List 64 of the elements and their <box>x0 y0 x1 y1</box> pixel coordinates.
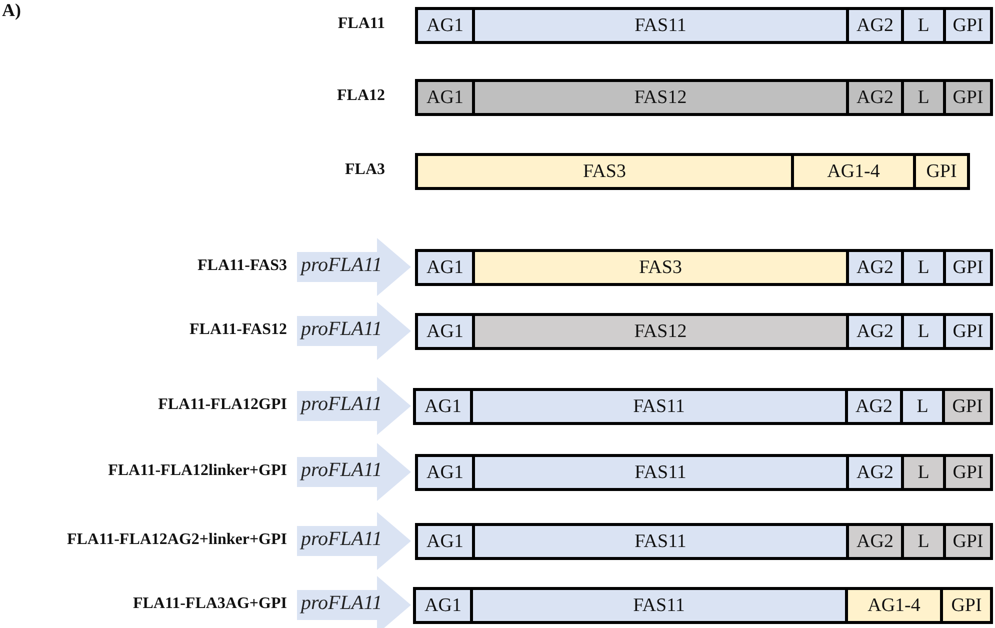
protein-domain: AG1 <box>413 587 470 624</box>
construct-name: FLA11-FLA12GPI <box>158 396 287 414</box>
protein-domain: GPI <box>943 79 993 116</box>
protein-domain: L <box>901 79 943 116</box>
construct-name: FLA12 <box>337 87 385 105</box>
protein-domain: FAS11 <box>472 454 846 491</box>
protein-domain: FAS11 <box>470 587 845 624</box>
protein-domain: FAS3 <box>472 249 846 286</box>
promoter-symbol <box>297 443 411 501</box>
panel-letter: A) <box>2 0 21 21</box>
promoter-symbol <box>297 377 411 435</box>
protein-domain: AG1-4 <box>845 587 940 624</box>
protein-domain: L <box>901 454 943 491</box>
protein-domain: L <box>900 388 942 425</box>
protein-domain: AG1 <box>415 454 472 491</box>
protein-domain: AG1 <box>415 523 472 560</box>
protein-domain: AG1 <box>413 388 470 425</box>
protein-domain: L <box>901 7 943 44</box>
protein-domain: FAS11 <box>472 7 846 44</box>
protein-domain: AG2 <box>846 7 901 44</box>
construct-name: FLA3 <box>345 161 385 179</box>
promoter-symbol <box>297 512 411 570</box>
protein-domain: FAS11 <box>472 523 846 560</box>
protein-domain: GPI <box>943 249 993 286</box>
promoter-symbol <box>297 302 411 360</box>
protein-domain: L <box>901 523 943 560</box>
protein-domain: AG2 <box>846 313 901 350</box>
promoter-name: proFLA11 <box>301 254 382 277</box>
construct-name: FLA11-FLA3AG+GPI <box>132 595 287 613</box>
protein-domain: AG2 <box>846 249 901 286</box>
promoter-symbol <box>297 238 411 296</box>
protein-domain: FAS3 <box>415 153 791 190</box>
protein-domain: FAS12 <box>472 313 846 350</box>
construct-name: FLA11 <box>338 15 385 33</box>
protein-domain: AG2 <box>846 79 901 116</box>
protein-domain: AG1 <box>415 313 472 350</box>
protein-domain: AG2 <box>846 523 901 560</box>
promoter-name: proFLA11 <box>301 528 382 551</box>
protein-domain: AG1 <box>415 79 472 116</box>
protein-domain: GPI <box>943 7 993 44</box>
protein-domain: FAS12 <box>472 79 846 116</box>
protein-domain: AG1 <box>415 249 472 286</box>
promoter-symbol <box>297 576 411 628</box>
construct-name: FLA11-FAS12 <box>190 321 287 339</box>
construct-name: FLA11-FAS3 <box>198 257 287 275</box>
protein-domain: AG2 <box>846 454 901 491</box>
protein-domain: L <box>901 249 943 286</box>
promoter-name: proFLA11 <box>301 592 382 615</box>
promoter-name: proFLA11 <box>301 393 382 416</box>
protein-domain: GPI <box>913 153 970 190</box>
construct-name: FLA11-FLA12linker+GPI <box>108 462 287 480</box>
construct-name: FLA11-FLA12AG2+linker+GPI <box>66 531 287 549</box>
protein-domain: AG2 <box>845 388 900 425</box>
promoter-name: proFLA11 <box>301 318 382 341</box>
protein-domain: L <box>901 313 943 350</box>
protein-domain: FAS11 <box>470 388 845 425</box>
protein-domain: GPI <box>943 454 993 491</box>
protein-domain: GPI <box>940 587 993 624</box>
protein-domain: GPI <box>943 523 993 560</box>
protein-domain: GPI <box>943 313 993 350</box>
protein-domain: GPI <box>942 388 993 425</box>
promoter-name: proFLA11 <box>301 459 382 482</box>
protein-domain: AG1 <box>415 7 472 44</box>
protein-domain: AG1-4 <box>791 153 913 190</box>
